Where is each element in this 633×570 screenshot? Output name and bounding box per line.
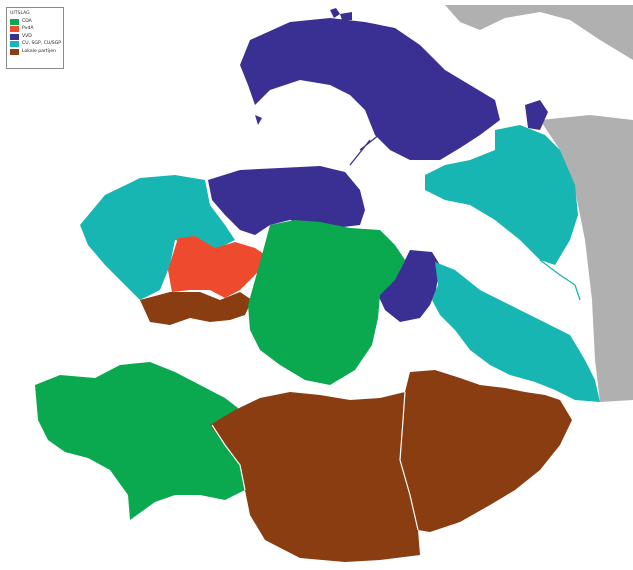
small-island-northwest bbox=[255, 115, 262, 125]
legend-label-cda: CDA bbox=[22, 18, 32, 24]
legend-swatch-cu-sgp bbox=[10, 41, 19, 48]
legend-item-vvd: VVD bbox=[10, 33, 60, 41]
small-island-east bbox=[525, 100, 548, 130]
region-cda-centre bbox=[248, 220, 405, 385]
legend-item-pvda: PvdA bbox=[10, 26, 60, 34]
neighbouring-land-north bbox=[445, 5, 633, 60]
region-vvd-middle bbox=[208, 166, 365, 235]
region-lokaal-south-centre bbox=[210, 392, 420, 562]
neighbouring-land-east bbox=[540, 115, 633, 402]
legend-label-vvd: VVD bbox=[22, 33, 32, 39]
legend-item-lokaal: Lokale partijen bbox=[10, 48, 60, 56]
legend-swatch-cda bbox=[10, 18, 19, 25]
map-legend: UITSLAG CDA PvdA VVD CU, SGP, CU/SGP Lok… bbox=[6, 7, 64, 69]
legend-label-lokaal: Lokale partijen bbox=[22, 48, 56, 54]
small-island-north bbox=[330, 8, 352, 20]
legend-title: UITSLAG bbox=[10, 11, 30, 16]
channel-east bbox=[539, 259, 581, 301]
region-lokaal-south-east bbox=[400, 370, 572, 532]
border-cda-southwest bbox=[211, 424, 246, 491]
region-cu-sgp-west bbox=[80, 175, 235, 300]
legend-swatch-pvda bbox=[10, 26, 19, 33]
legend-swatch-lokaal bbox=[10, 48, 19, 55]
region-cu-sgp-southeast bbox=[432, 262, 600, 402]
channel-north bbox=[349, 129, 386, 166]
border-south-municipalities bbox=[399, 391, 419, 531]
region-lokaal-west bbox=[140, 292, 252, 325]
region-pvda bbox=[168, 236, 270, 298]
region-vvd-north bbox=[240, 18, 500, 160]
legend-swatch-vvd bbox=[10, 33, 19, 40]
region-vvd-east bbox=[378, 250, 440, 322]
legend-item-cda: CDA bbox=[10, 18, 60, 26]
region-cda-southwest bbox=[35, 362, 245, 520]
legend-label-cu-sgp: CU, SGP, CU/SGP bbox=[22, 41, 62, 47]
legend-label-pvda: PvdA bbox=[22, 26, 34, 32]
legend-item-cu-sgp: CU, SGP, CU/SGP bbox=[10, 41, 62, 49]
region-cu-sgp-northeast bbox=[425, 125, 578, 265]
